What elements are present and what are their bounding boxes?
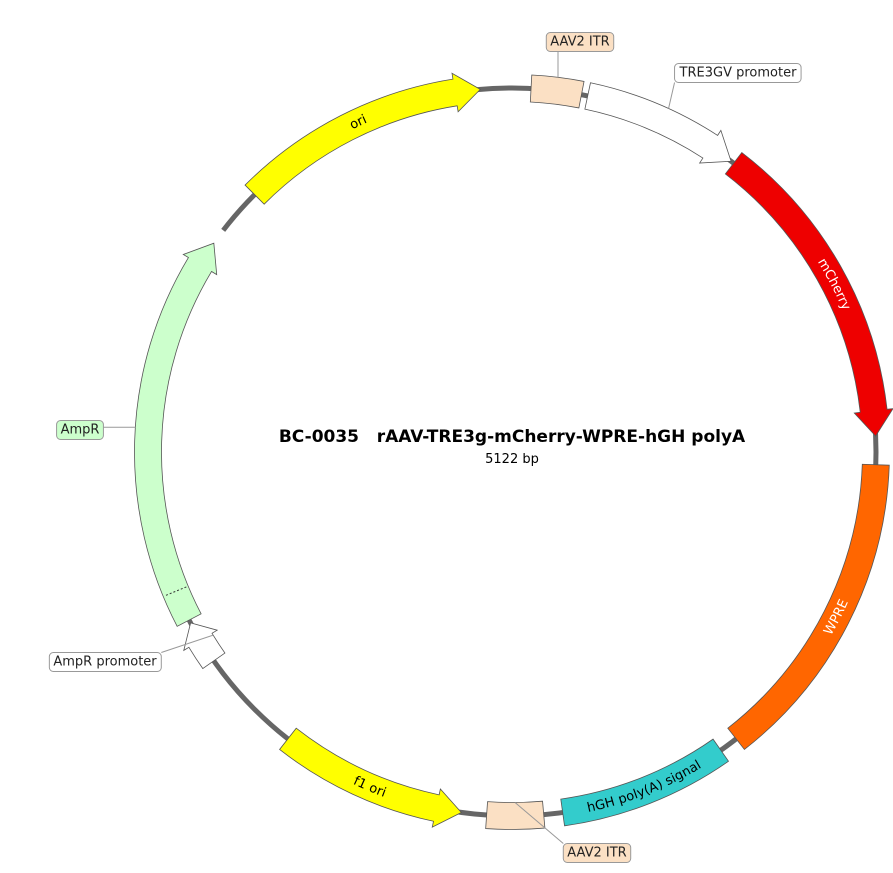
feature-wpre[interactable]: WPRE — [727, 463, 890, 751]
feature-shape-aav2-itr-top[interactable] — [529, 74, 585, 109]
feature-shape-hgh-polya[interactable] — [560, 738, 730, 827]
callout-box-ampr — [56, 420, 104, 440]
feature-tre3gv-promoter[interactable] — [584, 82, 732, 164]
feature-hgh-polya[interactable]: hGH poly(A) signal — [560, 738, 730, 827]
callout-box-aav2-itr-top — [545, 32, 615, 52]
callout-leader-aav2-itr-bottom — [514, 802, 564, 844]
feature-mcherry[interactable]: mCherry — [724, 151, 893, 437]
feature-ampr[interactable] — [134, 242, 218, 627]
callout-tre3gv-promoter[interactable]: TRE3GV promoter — [668, 63, 802, 109]
feature-aav2-itr-top[interactable] — [529, 74, 585, 109]
callout-label-ampr-promoter: AmpR promoter — [53, 655, 157, 670]
feature-ampr-promoter[interactable] — [183, 622, 226, 670]
feature-label-ori: ori — [347, 112, 369, 133]
callout-ampr[interactable]: AmpR — [56, 420, 136, 440]
callout-label-tre3gv-promoter: TRE3GV promoter — [679, 66, 798, 81]
callout-leader-ampr-promoter — [161, 634, 214, 653]
feature-shape-f1-ori[interactable] — [279, 727, 462, 828]
feature-ori[interactable]: ori — [244, 72, 481, 205]
callout-box-tre3gv-promoter — [674, 63, 802, 83]
feature-shape-ampr[interactable] — [134, 242, 218, 627]
feature-aav2-itr-bottom[interactable] — [485, 800, 546, 830]
callout-aav2-itr-top[interactable]: AAV2 ITR — [545, 32, 615, 78]
feature-shape-ampr-promoter[interactable] — [183, 622, 226, 670]
plasmid-size: 5122 bp — [485, 452, 539, 467]
feature-shape-ori[interactable] — [244, 72, 481, 205]
feature-shape-mcherry[interactable] — [724, 151, 893, 437]
callout-aav2-itr-bottom[interactable]: AAV2 ITR — [514, 802, 632, 863]
callout-box-aav2-itr-bottom — [562, 843, 632, 863]
feature-shape-aav2-itr-bottom[interactable] — [485, 800, 546, 830]
feature-shape-wpre[interactable] — [727, 463, 890, 751]
callout-box-ampr-promoter — [48, 652, 162, 672]
plasmid-title: BC-0035 rAAV-TRE3g-mCherry-WPRE-hGH poly… — [279, 427, 746, 447]
callout-label-aav2-itr-top: AAV2 ITR — [550, 35, 609, 50]
callout-label-ampr: AmpR — [61, 423, 100, 438]
callout-ampr-promoter[interactable]: AmpR promoter — [48, 634, 214, 672]
feature-f1-ori[interactable]: f1 ori — [279, 727, 462, 828]
callout-leader-tre3gv-promoter — [668, 82, 676, 109]
callout-label-aav2-itr-bottom: AAV2 ITR — [567, 846, 626, 861]
feature-shape-tre3gv-promoter[interactable] — [584, 82, 732, 164]
